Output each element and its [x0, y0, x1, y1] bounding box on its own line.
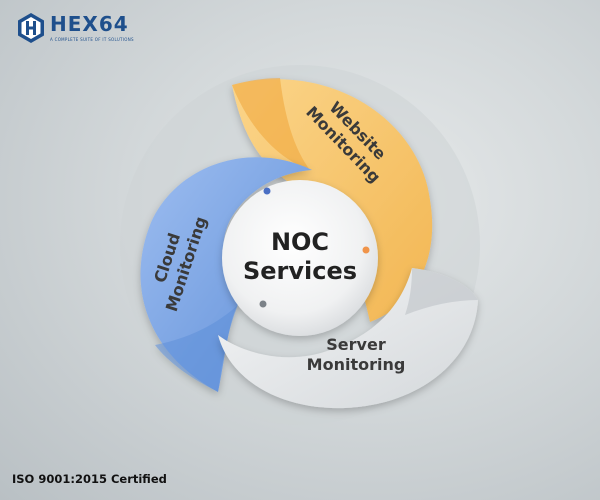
dot-orange	[362, 246, 370, 254]
dot-gray	[259, 300, 267, 308]
hex64-logo: HEX64 A COMPLETE SUITE OF IT SOLUTIONS	[16, 12, 156, 44]
segment-server	[218, 268, 478, 409]
hex64-logo-icon	[18, 13, 44, 43]
logo-tagline: A COMPLETE SUITE OF IT SOLUTIONS	[50, 37, 134, 42]
center-circle	[222, 180, 378, 336]
logo-wordmark: HEX64	[50, 12, 129, 36]
iso-certification-text: ISO 9001:2015 Certified	[12, 472, 167, 486]
center-title-line2: Services	[243, 257, 357, 285]
server-label-line2: Monitoring	[307, 355, 406, 374]
server-label: Server Monitoring	[307, 335, 406, 374]
server-label-line1: Server	[326, 335, 386, 354]
center-title-line1: NOC	[271, 228, 329, 256]
dot-blue	[263, 187, 271, 195]
